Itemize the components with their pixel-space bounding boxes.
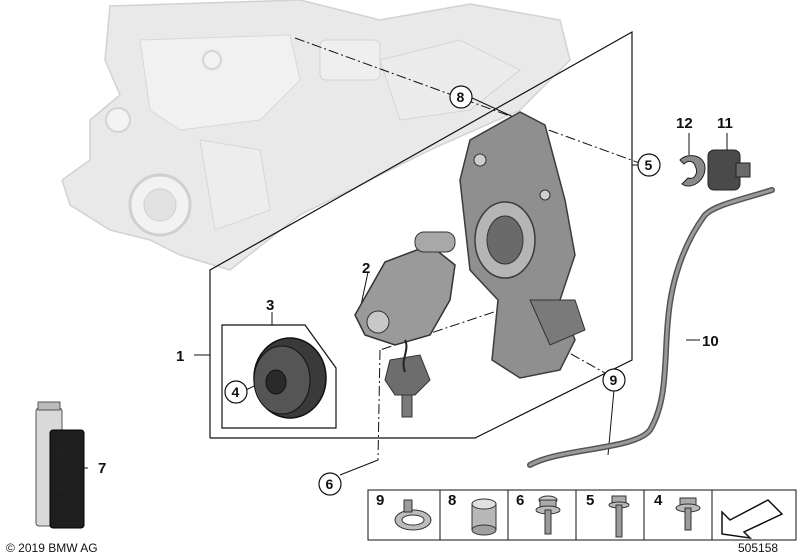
legend-num-6: 6 [516,492,524,509]
callout-7: 7 [98,460,106,477]
callout-12: 12 [676,115,693,132]
copyright-text: © 2019 BMW AG [6,541,98,555]
sealant-tube: LOCTITE 5970 [35,401,85,529]
legend-num-9: 9 [376,492,384,509]
callout-8: 8 [457,89,465,105]
callout-4: 4 [232,384,240,400]
callouts: 1 2 3 4 5 6 7 8 9 10 11 12 [98,85,733,496]
flange-bolt-icon [535,495,561,535]
callout-11: 11 [717,115,733,132]
callout-3: 3 [266,297,274,314]
hose-clamp-icon [394,499,432,531]
coolant-hose [527,187,775,468]
pulley-subframe [221,324,337,429]
water-pump [354,231,456,418]
assembly-frame [209,30,633,439]
bushing-icon [471,498,497,536]
engine-block-illustration [61,0,571,271]
pump-housing [459,111,586,379]
small-parts-legend: 9 8 6 5 4 [367,489,797,541]
callout-2: 2 [362,260,370,277]
callout-6: 6 [326,476,334,492]
tube-brand-label: LOCTITE [55,447,66,490]
legend-num-4: 4 [654,492,663,509]
legend-num-8: 8 [448,492,456,509]
sensor-clip [679,155,706,187]
callout-1: 1 [176,348,184,365]
callout-10: 10 [702,333,719,350]
callout-9: 9 [610,372,618,388]
short-bolt-icon [675,497,701,531]
tube-code-label: 5970 [64,462,74,482]
pulley [253,337,327,419]
long-bolt-icon [608,495,630,538]
document-number: 505158 [738,541,779,555]
callout-5: 5 [645,157,653,173]
legend-num-5: 5 [586,492,594,509]
temperature-sensor [707,149,751,191]
direction-arrow-icon [721,499,784,540]
